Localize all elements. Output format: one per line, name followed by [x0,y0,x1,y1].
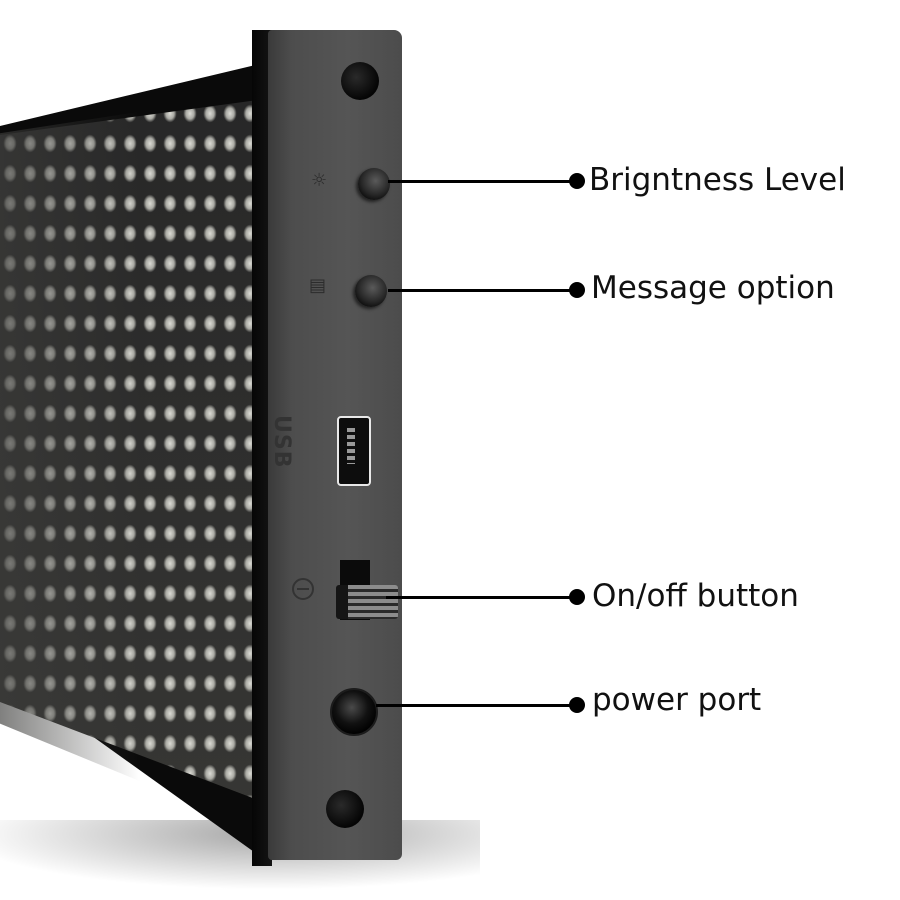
callout-label: power port [592,682,762,718]
brightness-button[interactable] [358,168,390,200]
brightness-icon: ☼ [311,170,328,191]
bottom-screw-hole [326,790,364,828]
top-screw-hole [341,62,379,100]
usb-pins [347,428,355,464]
message-icon: ▤ [309,275,327,296]
leader-line [376,704,578,707]
leader-dot [569,173,585,189]
power-port[interactable] [330,688,378,736]
usb-port[interactable] [337,416,371,486]
power-icon [292,578,314,600]
led-matrix-depth-blur [0,111,140,782]
frame-edge [252,30,272,866]
leader-dot [569,589,585,605]
leader-dot [569,697,585,713]
callout-label: On/off button [592,578,799,614]
leader-line [388,289,578,292]
leader-line [388,180,578,183]
message-button[interactable] [355,275,387,307]
power-switch[interactable] [336,585,398,619]
usb-label: USB [269,415,294,469]
callout-label: Message option [591,270,835,306]
leader-dot [569,282,585,298]
leader-line [386,596,578,599]
callout-label: Brigntness Level [589,162,846,198]
